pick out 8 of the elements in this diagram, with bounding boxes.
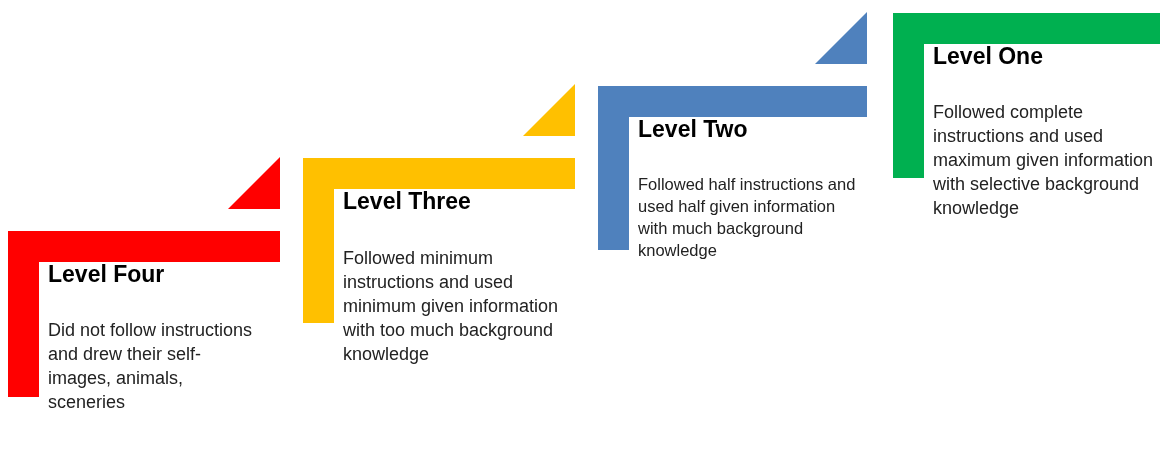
step-heading: Level One: [933, 43, 1043, 70]
step-description: Did not follow instructions and drew their self-images, animals, sceneries: [48, 319, 254, 414]
step-heading: Level Three: [343, 188, 471, 215]
step-description: Followed half instructions and used half given information with much background knowledge: [638, 174, 857, 261]
step-heading: Level Two: [638, 116, 748, 143]
step-description: Followed complete instructions and used maximum given information with selective background knowledge: [933, 101, 1155, 220]
step-heading: Level Four: [48, 261, 165, 288]
step-description: Followed minimum instructions and used minimum given information with too much background knowledge: [343, 247, 560, 366]
